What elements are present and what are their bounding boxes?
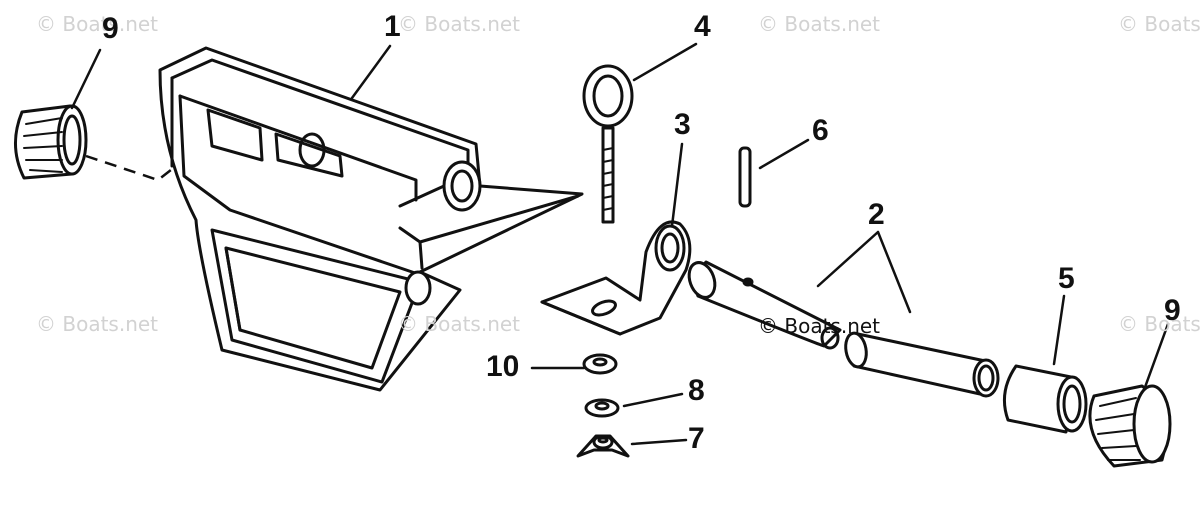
part-6-pin [738, 146, 752, 208]
part-8-washer [584, 398, 620, 418]
callout-9-left: 9 [102, 12, 119, 45]
part-2-tube-lower [844, 331, 1000, 398]
callout-3: 3 [674, 108, 691, 141]
watermark-dark: © Boats.net [758, 314, 881, 338]
callout-5: 5 [1058, 262, 1075, 295]
callout-4: 4 [694, 10, 711, 43]
watermark: © Boats.net [1118, 312, 1200, 336]
watermark: © Boats.net [36, 12, 159, 36]
callout-10: 10 [486, 350, 520, 383]
callout-2: 2 [868, 198, 885, 231]
callout-7: 7 [688, 422, 705, 455]
part-10-washer [582, 353, 618, 375]
watermark: © Boats.net [758, 12, 881, 36]
part-1-bracket [158, 46, 584, 392]
part-9-left-cap [13, 104, 88, 180]
part-3-angle-clip [540, 220, 692, 336]
callout-8: 8 [688, 374, 705, 407]
leader-lines [70, 42, 1170, 446]
watermark: © Boats.net [1118, 12, 1200, 36]
part-2-tube-upper [687, 260, 842, 350]
callout-6: 6 [812, 114, 829, 147]
watermark: © Boats.net [398, 12, 521, 36]
callout-9-right: 9 [1164, 294, 1181, 327]
watermark: © Boats.net [36, 312, 159, 336]
part-9-right-cap [1088, 384, 1172, 468]
part-5-bushing [1002, 364, 1088, 434]
part-4-eye-bolt [582, 64, 634, 224]
watermark: © Boats.net [398, 312, 521, 336]
part-7-wing-nut [576, 434, 630, 458]
callout-1: 1 [384, 10, 401, 43]
